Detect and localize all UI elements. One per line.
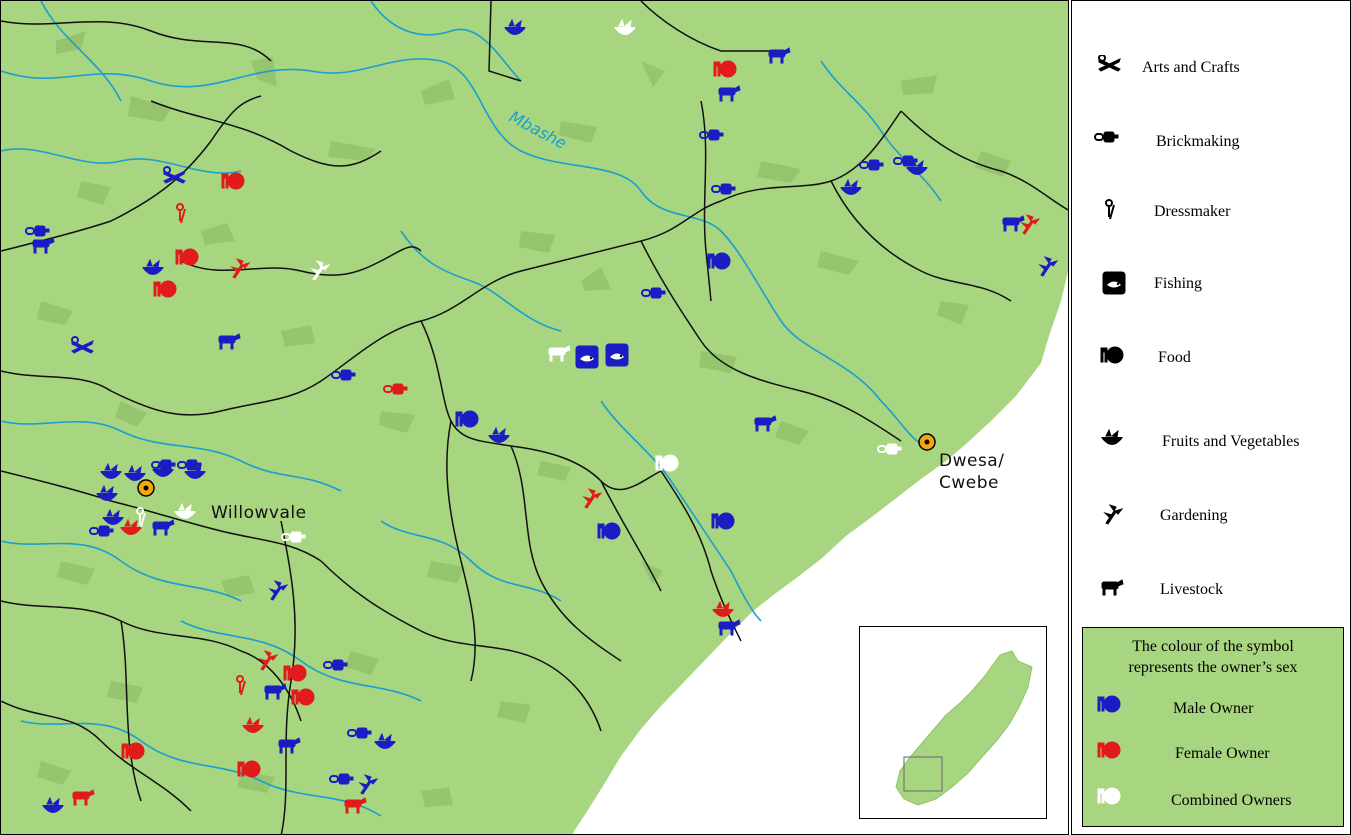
legend-label-livestock: Livestock — [1160, 581, 1224, 598]
owner-legend-female-label: Female Owner — [1175, 745, 1270, 762]
legend-label-arts: Arts and Crafts — [1142, 59, 1240, 76]
town-willowvale-marker — [137, 479, 155, 497]
legend-label-fruit: Fruits and Vegetables — [1162, 433, 1300, 450]
legend-label-dress: Dressmaker — [1154, 203, 1231, 220]
owner-legend-male-label: Male Owner — [1173, 700, 1254, 717]
legend-brickmaking-icon — [1094, 131, 1119, 143]
place-label-dwesa: Dwesa/ — [939, 451, 1005, 471]
owner-legend-title-line2: represents the owner’s sex — [1128, 659, 1298, 676]
owner-legend-female-food-icon — [1097, 741, 1121, 759]
locator-region — [895, 650, 1033, 806]
owner-legend-title-line1: The colour of the symbol — [1132, 638, 1294, 655]
map-frame[interactable]: Mbashe Willowvale Dwesa/ Cwebe — [0, 0, 1069, 835]
legend-food-icon — [1100, 346, 1124, 364]
locator-frame-box — [903, 756, 943, 792]
legend-fishing-icon — [1102, 271, 1126, 295]
land-texture — [37, 31, 1011, 807]
legend-label-food: Food — [1158, 349, 1191, 366]
legend-label-brick: Brickmaking — [1156, 133, 1240, 150]
place-label-cwebe: Cwebe — [939, 473, 999, 493]
rivers — [1, 1, 942, 817]
legend-label-fish: Fishing — [1154, 275, 1203, 292]
map-canvas[interactable] — [1, 1, 1069, 835]
legend-gardening-icon — [1104, 504, 1123, 525]
town-dwesa-marker — [918, 433, 936, 451]
roads — [1, 1, 1068, 834]
legend-livestock-icon — [1101, 579, 1124, 596]
owner-legend-combined-food-icon — [1097, 787, 1121, 805]
owner-legend-title: The colour of the symbol represents the … — [1083, 636, 1343, 678]
river-mbashe — [1, 58, 927, 447]
map-symbol-fish-male-icon[interactable] — [575, 345, 599, 369]
owner-legend-icons — [1097, 695, 1121, 805]
map-symbol-fish-male-icon[interactable] — [605, 343, 629, 367]
legend-arts-crafts-icon — [1098, 55, 1121, 72]
locator-inset — [859, 626, 1047, 819]
owner-sex-legend: The colour of the symbol represents the … — [1082, 627, 1344, 827]
legend-dressmaker-icon — [1105, 199, 1115, 220]
owner-legend-combined-label: Combined Owners — [1171, 792, 1292, 809]
owner-legend-male-food-icon — [1097, 695, 1121, 713]
legend-fruits-vegetables-icon — [1101, 429, 1123, 446]
locator-inset-map — [895, 650, 1033, 806]
place-label-willowvale: Willowvale — [211, 503, 307, 523]
legend-label-garden: Gardening — [1160, 507, 1228, 524]
land-area — [1, 1, 1068, 834]
